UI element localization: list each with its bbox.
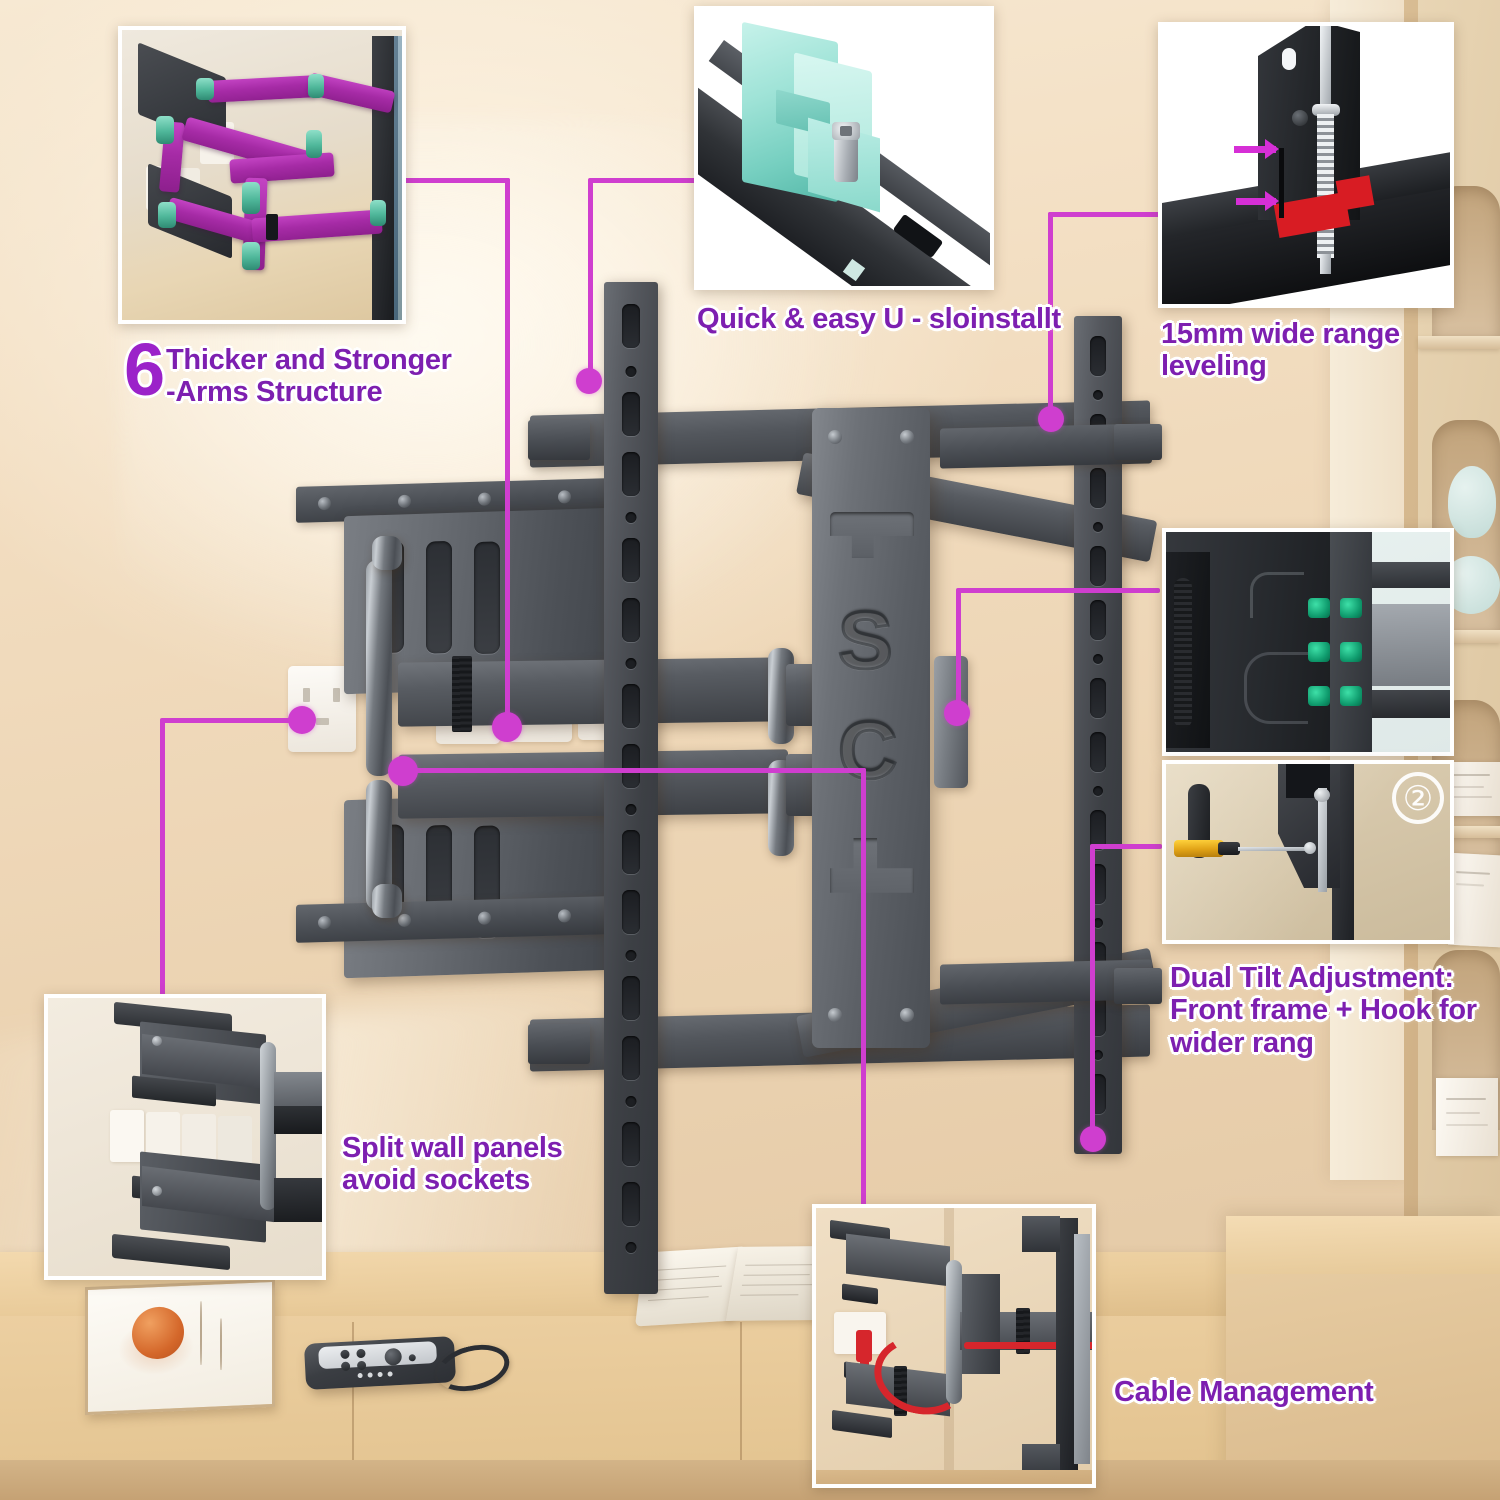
console-seam	[740, 1322, 742, 1500]
callout-label-six-arms: Thicker and Stronger -Arms Structure	[166, 344, 452, 409]
dual-tilt-photo	[1162, 528, 1454, 756]
connector-tilt-hook-h	[1092, 844, 1162, 849]
hinge-knuckle	[372, 536, 402, 570]
connector-dot-six-arms	[492, 712, 522, 742]
emboss-letter-c: C	[836, 704, 898, 798]
connector-dot-tilt-hook	[1080, 1126, 1106, 1152]
shelf-rail	[1418, 336, 1500, 349]
connector-tilt-hook-v	[1090, 844, 1095, 1138]
connector-cable-v	[861, 768, 866, 1208]
callout-number-six: 6	[124, 328, 166, 411]
console-seam	[352, 1322, 354, 1500]
connector-uslot-v	[588, 178, 593, 378]
crossbar-end-left	[528, 1024, 590, 1064]
callout-label-leveling: 15mm wide range leveling	[1161, 318, 1400, 383]
connector-dot-arm	[388, 756, 418, 786]
connector-split-h	[160, 718, 300, 723]
hinge-knuckle	[372, 884, 402, 918]
vase-decor	[1448, 466, 1496, 538]
callout-label-u-slot: Quick & easy U - sloinstallt	[697, 303, 1061, 335]
connector-six-arms-v	[505, 178, 510, 734]
connector-dot-leveling	[1038, 406, 1064, 432]
floor	[0, 1460, 1500, 1500]
u-slot-install-photo	[694, 6, 994, 290]
console-right-top	[1226, 1216, 1500, 1274]
hinge-cylinder-upper	[366, 560, 392, 776]
connector-arm-center-h	[398, 768, 866, 773]
keyhole-slot-bottom	[830, 838, 914, 893]
connector-split-v	[160, 720, 165, 1000]
connector-leveling-h	[1048, 212, 1160, 217]
connector-tilt-frame-h	[958, 588, 1160, 593]
connector-tilt-frame-v	[956, 588, 961, 712]
rail-cap-bottom	[1114, 968, 1162, 1004]
callout-label-cable-management: Cable Management	[1114, 1376, 1374, 1408]
tv-bracket-rail-left	[604, 282, 658, 1294]
velcro-strap	[452, 656, 472, 732]
connector-leveling-v	[1048, 212, 1053, 414]
connector-dot-split	[288, 706, 316, 734]
connector-dot-uslot	[576, 368, 602, 394]
emboss-letter-s: S	[837, 594, 895, 688]
front-arm-lower	[398, 749, 788, 819]
callout-label-split-panels: Split wall panels avoid sockets	[342, 1132, 563, 1197]
connector-dot-tilt-frame	[944, 700, 970, 726]
shelf-book	[1436, 1078, 1498, 1156]
six-arm-structure-photo	[118, 26, 406, 324]
keyhole-slot-top	[830, 512, 914, 558]
leveling-photo	[1158, 22, 1454, 308]
cable-management-photo	[812, 1204, 1096, 1488]
step-badge-2: ②	[1392, 772, 1444, 824]
split-wall-panels-photo	[44, 994, 326, 1280]
connector-uslot-h	[590, 178, 702, 183]
rail-cap-top	[1114, 424, 1162, 460]
center-mounting-plate: S C	[812, 408, 930, 1048]
crossbar-end-left	[528, 420, 590, 460]
dual-tilt-hook-photo: ②	[1162, 760, 1454, 944]
callout-label-dual-tilt: Dual Tilt Adjustment: Front frame + Hook…	[1170, 962, 1477, 1059]
connector-six-arms-h	[404, 178, 510, 183]
